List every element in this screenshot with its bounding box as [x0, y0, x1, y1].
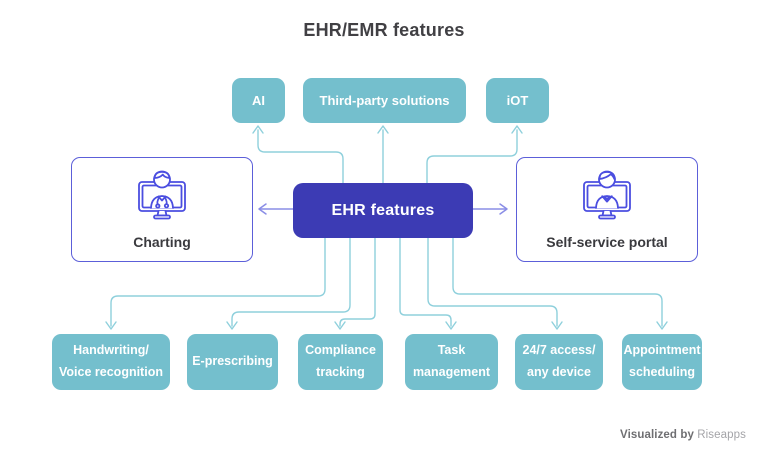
arrow-up-icon	[252, 125, 264, 134]
user-on-monitor-icon	[578, 167, 636, 226]
node-label: Third-party solutions	[319, 93, 450, 108]
node-compliance-tracking: Compliance tracking	[298, 334, 383, 390]
node-label-line: Compliance	[305, 343, 376, 358]
card-label-self-service-portal: Self-service portal	[546, 234, 668, 250]
node-appointment-scheduling: Appointment scheduling	[622, 334, 702, 390]
node-ehr-features-center: EHR features	[293, 183, 473, 238]
arrow-down-icon	[226, 321, 238, 330]
node-label-line: Handwriting/	[73, 343, 149, 358]
connector-to-iot	[426, 129, 518, 184]
arrow-down-icon	[105, 321, 117, 330]
node-label: AI	[252, 93, 265, 108]
node-label-line: scheduling	[629, 365, 695, 379]
node-label-line: Voice recognition	[59, 365, 163, 379]
node-e-prescribing: E-prescribing	[187, 334, 278, 390]
diagram-title: EHR/EMR features	[303, 20, 465, 40]
node-24-7-access-any-device: 24/7 access/ any device	[515, 334, 603, 390]
footer-credit: Visualized by Riseapps	[620, 429, 746, 441]
card-self-service-portal: Self-service portal	[516, 157, 698, 262]
node-label-line: 24/7 access/	[522, 343, 596, 358]
node-label-line: Appointment	[623, 343, 701, 358]
arrow-right-icon	[499, 203, 508, 215]
arrow-down-icon	[445, 321, 457, 330]
node-ai: AI	[232, 78, 285, 123]
node-label-line: E-prescribing	[192, 354, 273, 369]
node-handwriting-voice-recognition: Handwriting/ Voice recognition	[52, 334, 170, 390]
footer-credit-prefix: Visualized by	[620, 429, 694, 441]
connector-to-compliance	[339, 237, 376, 327]
node-label-line: tracking	[316, 365, 365, 379]
node-label-line: management	[412, 365, 491, 379]
node-third-party-solutions: Third-party solutions	[303, 78, 466, 123]
arrow-down-icon	[334, 321, 346, 330]
doctor-on-monitor-icon	[133, 167, 191, 226]
card-charting: Charting	[71, 157, 253, 262]
connector-to-ai	[257, 129, 344, 184]
arrow-up-icon	[377, 125, 389, 134]
connector-to-task	[399, 237, 452, 327]
node-label-line: any device	[527, 365, 591, 379]
node-label: iOT	[506, 93, 529, 108]
node-label-line: Task	[437, 343, 466, 358]
center-label: EHR features	[331, 201, 435, 219]
arrow-down-icon	[656, 321, 668, 330]
node-iot: iOT	[486, 78, 549, 123]
card-label-charting: Charting	[133, 234, 191, 250]
arrow-down-icon	[551, 321, 563, 330]
node-task-management: Task management	[405, 334, 498, 390]
footer-credit-brand: Riseapps	[697, 429, 746, 441]
arrow-left-icon	[258, 203, 267, 215]
arrow-up-icon	[511, 125, 523, 134]
